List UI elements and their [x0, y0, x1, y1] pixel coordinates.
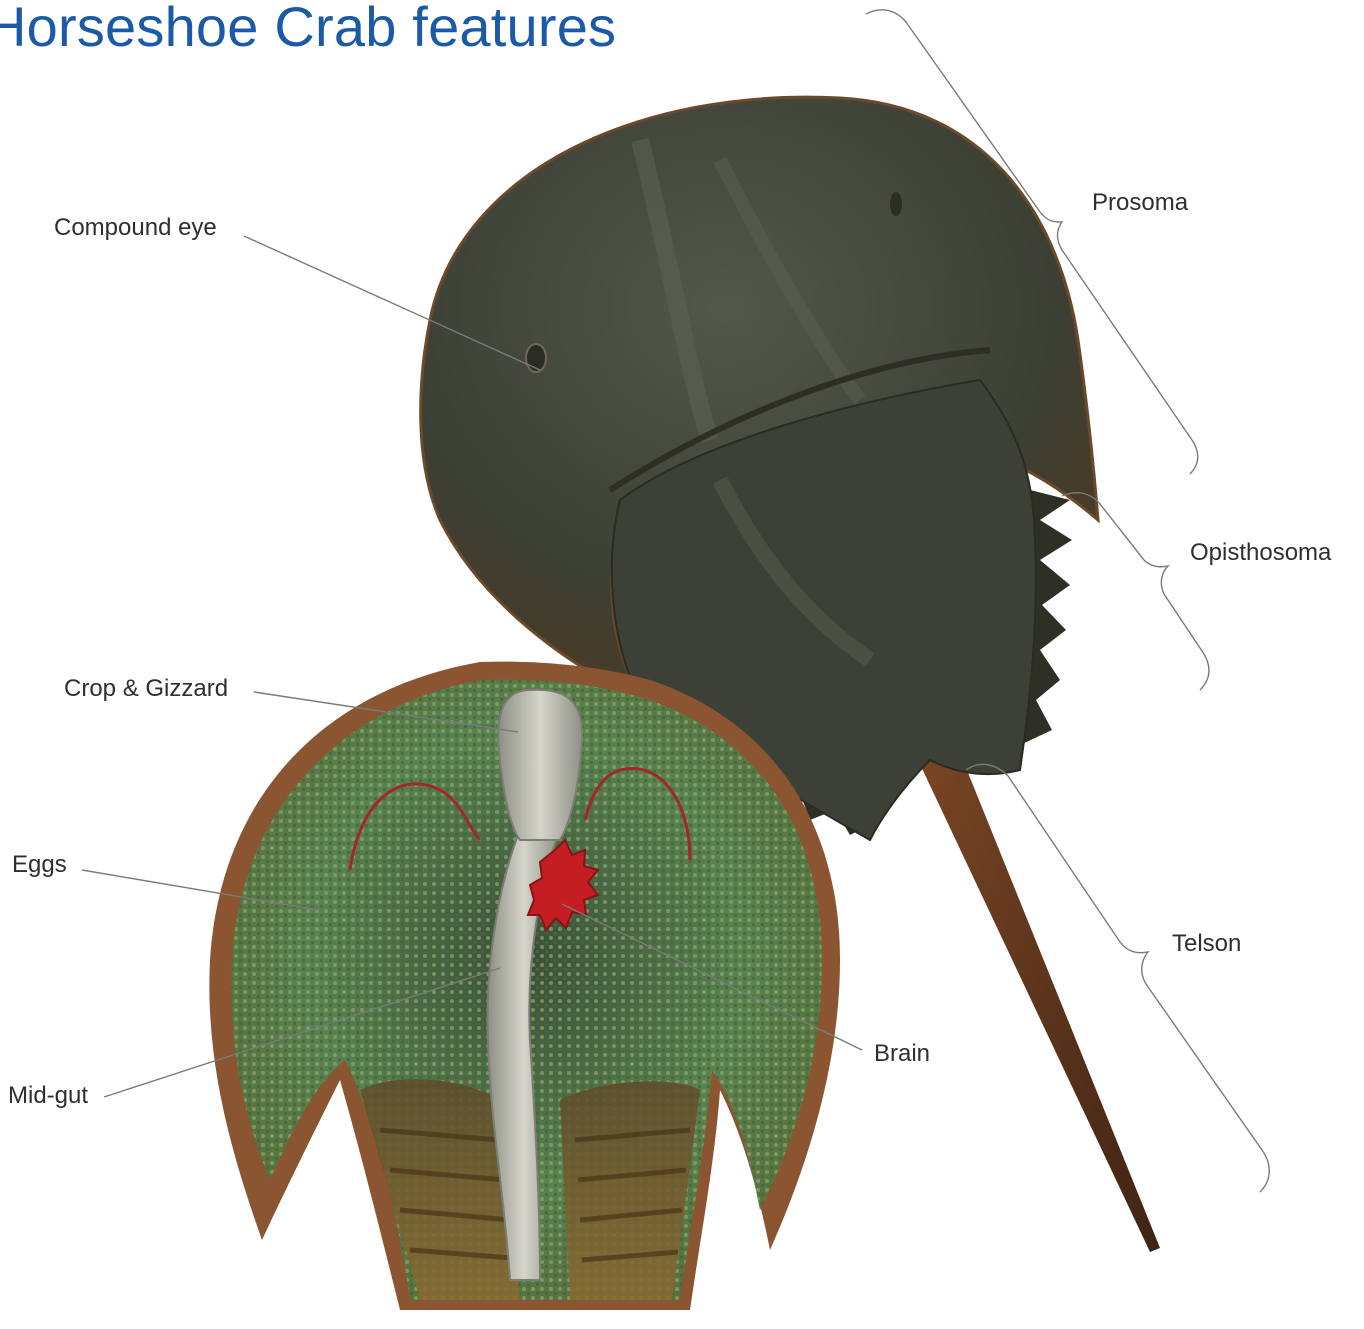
compound-eye-right-marker: [890, 192, 902, 216]
label-opisthosoma: Opisthosoma: [1190, 541, 1331, 565]
label-eggs: Eggs: [12, 853, 67, 877]
label-brain: Brain: [874, 1042, 930, 1066]
label-crop-gizzard: Crop & Gizzard: [64, 677, 228, 701]
brace-telson: [966, 764, 1269, 1192]
label-mid-gut: Mid-gut: [8, 1084, 88, 1108]
label-telson: Telson: [1172, 932, 1241, 956]
label-prosoma: Prosoma: [1092, 191, 1188, 215]
ventral-crab: [209, 662, 840, 1310]
label-compound-eye: Compound eye: [54, 216, 217, 240]
crop-gizzard-organ: [498, 690, 582, 840]
telson-spine: [918, 748, 1160, 1252]
brace-opisthosoma: [1062, 493, 1209, 690]
